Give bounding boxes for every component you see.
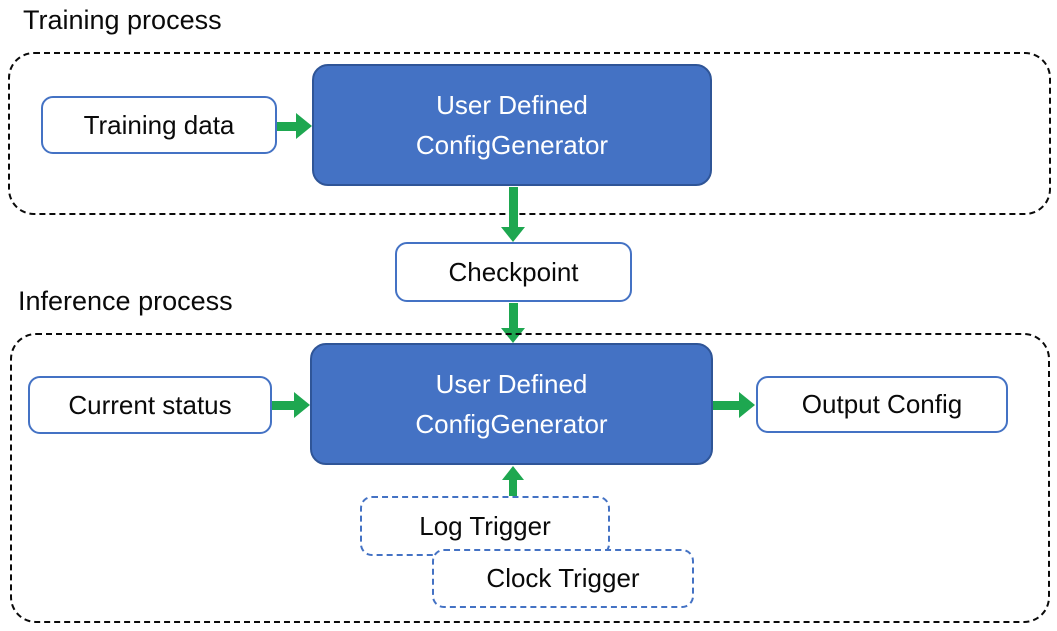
arrow-generator-to-output-config — [713, 392, 755, 418]
generator-line2: ConfigGenerator — [415, 130, 609, 160]
arrow-current-status-to-generator — [272, 392, 310, 418]
inference-config-generator-box: User Defined ConfigGenerator — [310, 343, 713, 465]
training-process-container — [8, 52, 1051, 215]
arrow-triggers-to-generator — [502, 466, 524, 496]
arrow-shaft — [277, 121, 296, 131]
arrow-shaft — [508, 303, 518, 328]
log-trigger-box: Log Trigger — [360, 496, 610, 556]
inference-process-container — [10, 333, 1050, 623]
training-config-generator-box: User Defined ConfigGenerator — [312, 64, 712, 186]
checkpoint-box: Checkpoint — [395, 242, 632, 302]
arrow-head-icon — [501, 328, 525, 343]
training-process-label: Training process — [23, 5, 222, 35]
generator-line1: User Defined — [435, 369, 588, 399]
arrow-checkpoint-to-inference-generator — [501, 303, 525, 343]
arrow-head-icon — [739, 392, 755, 418]
arrow-head-icon — [294, 392, 310, 418]
arrow-head-icon — [501, 227, 525, 242]
arrow-head-icon — [502, 466, 524, 480]
arrow-shaft — [713, 400, 739, 410]
training-data-box: Training data — [41, 96, 277, 154]
generator-line1: User Defined — [436, 90, 588, 120]
arrow-training-data-to-generator — [277, 113, 312, 139]
output-config-box: Output Config — [756, 376, 1008, 433]
arrow-generator-to-checkpoint — [501, 187, 525, 242]
inference-process-label: Inference process — [18, 286, 233, 316]
arrow-shaft — [272, 400, 294, 410]
arrow-head-icon — [296, 113, 312, 139]
current-status-box: Current status — [28, 376, 272, 434]
generator-line2: ConfigGenerator — [415, 409, 608, 439]
clock-trigger-box: Clock Trigger — [432, 549, 694, 608]
arrow-shaft — [509, 480, 517, 496]
arrow-shaft — [508, 187, 518, 227]
